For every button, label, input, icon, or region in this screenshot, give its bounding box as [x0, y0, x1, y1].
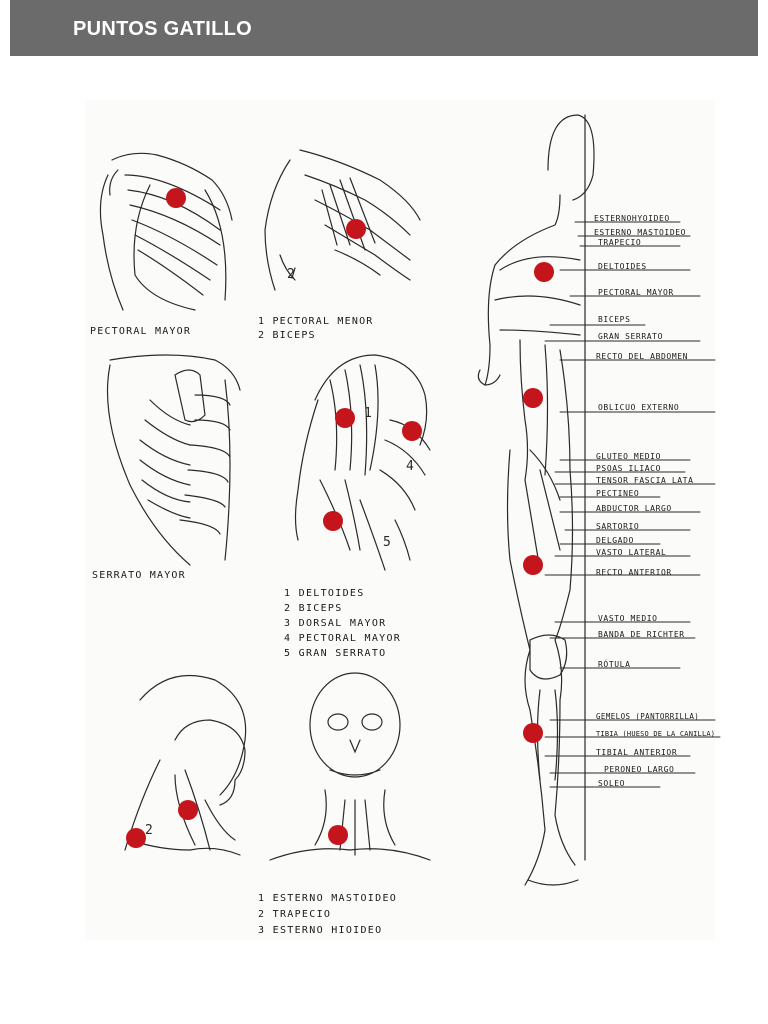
trigger-point-trapecio	[126, 828, 146, 848]
body-label: PSOAS ILIACO	[596, 464, 661, 473]
page-header: PUNTOS GATILLO	[10, 0, 758, 56]
body-label: PECTORAL MAYOR	[598, 288, 674, 297]
diagram-sheet	[85, 100, 715, 940]
full-body-sketch	[477, 114, 595, 886]
trigger-point-deltoides	[335, 408, 355, 428]
body-label: PECTINEO	[596, 489, 640, 498]
body-label: ESTERNOHYOIDEO	[594, 214, 670, 223]
body-label: TIBIA (HUESO DE LA CANILLA)	[596, 730, 716, 738]
trigger-point-biceps	[323, 511, 343, 531]
body-label: DELGADO	[596, 536, 634, 545]
body-label: RECTO ANTERIOR	[596, 568, 672, 577]
body-label: DELTOIDES	[598, 262, 647, 271]
deltoides-list-item: 4 PECTORAL MAYOR	[284, 633, 402, 644]
cuello-frontal-sketch	[269, 672, 431, 861]
deltoides-list-item: 1 DELTOIDES	[284, 588, 365, 599]
body-label: SOLEO	[598, 779, 626, 788]
deltoides-list-item: 3 DORSAL MAYOR	[284, 618, 387, 629]
body-label: SARTORIO	[596, 522, 640, 531]
trigger-point-pectoral-menor	[346, 219, 366, 239]
trigger-point-esterno-mastoideo	[178, 800, 198, 820]
body-label: GEMELOS (PANTORRILLA)	[596, 712, 700, 721]
body-label: OBLICUO EXTERNO	[598, 403, 680, 412]
page-title: PUNTOS GATILLO	[73, 18, 253, 40]
trigger-point-body-oblicuo	[523, 388, 543, 408]
marker-num-2-neck: 2	[145, 823, 153, 838]
body-label: VASTO LATERAL	[596, 548, 667, 557]
body-label: ABDUCTOR LARGO	[596, 504, 672, 513]
leader-lines	[544, 221, 721, 788]
trigger-point-body-vasto	[523, 555, 543, 575]
body-label: ESTERNO MASTOIDEO	[594, 228, 687, 237]
deltoides-list-item: 2 BICEPS	[284, 603, 343, 614]
body-label: VASTO MEDIO	[598, 614, 658, 623]
trigger-point-pectoral-mayor-2	[402, 421, 422, 441]
cuello-list-item: 2 TRAPECIO	[258, 909, 332, 920]
trigger-point-pectoral-mayor	[166, 188, 186, 208]
marker-num-2-biceps: 2	[287, 267, 295, 282]
body-label: GLUTEO MEDIO	[596, 452, 661, 461]
caption-pectoral-mayor: PECTORAL MAYOR	[90, 326, 192, 337]
pectoral-menor-sketch	[264, 149, 421, 291]
serrato-sketch	[106, 354, 241, 566]
body-label: TIBIAL ANTERIOR	[596, 748, 678, 757]
cuello-lateral-sketch	[124, 674, 247, 856]
marker-num-4: 4	[406, 459, 414, 474]
body-label: TENSOR FASCIA LATA	[596, 476, 694, 485]
body-label: GRAN SERRATO	[598, 332, 663, 341]
body-label: BICEPS	[598, 315, 631, 324]
body-label: TRAPECIO	[598, 238, 642, 247]
marker-num-5: 5	[383, 535, 391, 550]
pectoral-mayor-sketch	[99, 152, 233, 311]
body-label: PERONEO LARGO	[604, 765, 675, 774]
caption-pectoral-menor-2: 2 BICEPS	[258, 330, 316, 341]
body-label: RÓTULA	[598, 660, 631, 669]
body-label: BANDA DE RICHTER	[598, 630, 685, 639]
deltoides-list-item: 5 GRAN SERRATO	[284, 648, 387, 659]
cuello-list-item: 1 ESTERNO MASTOIDEO	[258, 893, 398, 904]
marker-num-1: 1	[364, 406, 372, 421]
cuello-list-item: 3 ESTERNO HIOIDEO	[258, 925, 383, 936]
body-label: RECTO DEL ABDOMEN	[596, 352, 689, 361]
trigger-point-esterno-hioideo	[328, 825, 348, 845]
caption-pectoral-menor-1: 1 PECTORAL MENOR	[258, 316, 374, 327]
trigger-point-body-gemelos	[523, 723, 543, 743]
caption-serrato: SERRATO MAYOR	[92, 570, 186, 581]
trigger-point-body-deltoides	[534, 262, 554, 282]
